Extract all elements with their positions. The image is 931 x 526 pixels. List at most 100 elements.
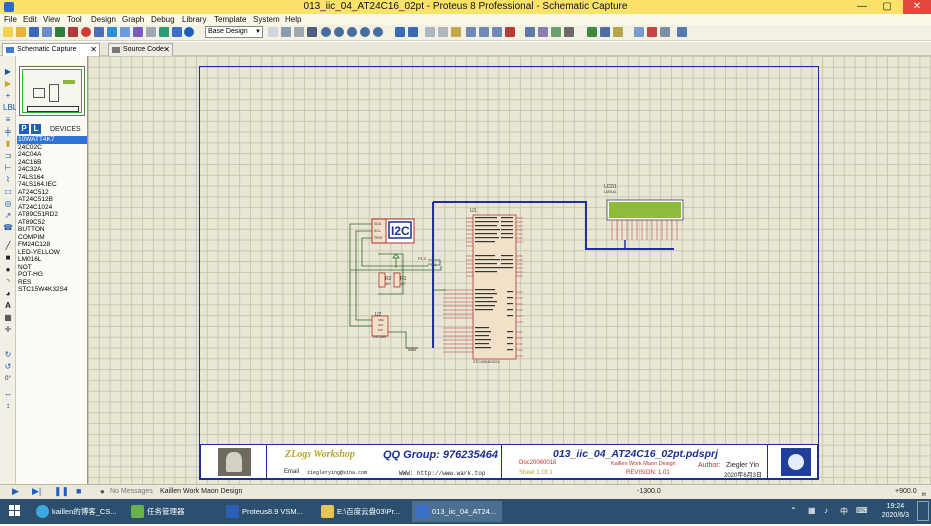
packaging-icon[interactable]	[551, 27, 561, 37]
block-delete-icon[interactable]	[505, 27, 515, 37]
pan-icon[interactable]	[307, 27, 317, 37]
import-icon[interactable]	[55, 27, 65, 37]
source-code-icon[interactable]	[172, 27, 182, 37]
symbol-icon[interactable]: ▦	[4, 313, 12, 322]
menu-graph[interactable]: Graph	[122, 15, 145, 24]
message-count[interactable]: No Messages	[110, 488, 153, 495]
device-list-item[interactable]: COMPIM	[18, 233, 45, 241]
eeprom-u2-body[interactable]	[371, 315, 389, 337]
step-icon[interactable]: ▶|	[32, 486, 42, 496]
device-list-item[interactable]: BUTTON	[18, 226, 45, 233]
block-rotate-icon[interactable]	[492, 27, 502, 37]
menu-system[interactable]: System	[253, 15, 280, 24]
line-icon[interactable]: ╱	[5, 241, 11, 250]
volume-icon[interactable]: ♪	[824, 506, 828, 515]
taskbar-word[interactable]: Proteus8.9 VSM...	[222, 501, 312, 522]
device-list-item[interactable]: NOT	[18, 263, 32, 271]
zoom-fit-icon[interactable]	[373, 27, 383, 37]
taskbar-explorer[interactable]: E:\百度云盘03\Pr...	[317, 501, 407, 522]
menu-tool[interactable]: Tool	[67, 15, 82, 24]
tab-schematic-capture[interactable]: Schematic Capture✕	[2, 43, 100, 56]
new-file-icon[interactable]	[3, 27, 13, 37]
arc-icon[interactable]: ◝	[6, 277, 10, 286]
overview-window[interactable]	[19, 66, 85, 116]
device-list-item[interactable]: AT24C1024	[18, 203, 53, 211]
device-pins-icon[interactable]: ⊢	[4, 163, 12, 172]
new-sheet-icon[interactable]	[634, 27, 644, 37]
device-list-item[interactable]: STC15W4K32S4	[18, 286, 68, 293]
device-list-item[interactable]: 74LS164.IEC	[18, 181, 57, 188]
undo-icon[interactable]	[395, 27, 405, 37]
device-list-item[interactable]: 74LS164	[18, 173, 45, 181]
box-icon[interactable]: ■	[5, 253, 11, 262]
subcircuit-icon[interactable]: ▮	[5, 139, 11, 148]
device-list-item[interactable]: AT24C512B	[18, 196, 53, 203]
block-move-icon[interactable]	[479, 27, 489, 37]
device-list-item[interactable]: 24C02C	[18, 143, 42, 151]
rotate-cw-icon[interactable]: ↻	[4, 350, 12, 359]
generator-icon[interactable]: ◎	[4, 199, 12, 208]
exit-to-parent-icon[interactable]	[660, 27, 670, 37]
wire-autorouter-icon[interactable]	[587, 27, 597, 37]
maximize-button[interactable]: ▢	[882, 1, 892, 12]
menu-help[interactable]: Help	[285, 15, 302, 24]
pick-parts-icon[interactable]	[525, 27, 535, 37]
paste-icon[interactable]	[451, 27, 461, 37]
text-icon[interactable]: A	[5, 301, 11, 310]
design-select[interactable]: Base Design▼	[205, 26, 263, 38]
help-icon[interactable]	[184, 27, 194, 37]
taskbar-proteus[interactable]: 013_iic_04_AT24...	[412, 501, 502, 522]
save-all-icon[interactable]	[42, 27, 52, 37]
virtual-instrument-icon[interactable]: ☎	[3, 223, 13, 232]
device-list-item[interactable]: 24C32A	[18, 166, 42, 173]
device-list-item[interactable]: 10WATT4K7	[17, 136, 87, 144]
rotate-ccw-icon[interactable]: ↺	[4, 362, 12, 371]
wire-pullup[interactable]	[378, 253, 404, 295]
redo-icon[interactable]	[408, 27, 418, 37]
ime-icon[interactable]: 中	[840, 507, 848, 516]
zoom-all-icon[interactable]	[347, 27, 357, 37]
remove-sheet-icon[interactable]	[647, 27, 657, 37]
marker-icon[interactable]: ✛	[4, 325, 12, 334]
resistor-r2[interactable]	[378, 272, 386, 288]
cut-icon[interactable]	[425, 27, 435, 37]
mirror-x-icon[interactable]: ↔	[4, 389, 12, 398]
design-explorer-icon[interactable]	[159, 27, 169, 37]
tray-up-arrow-icon[interactable]: ⌃	[790, 506, 797, 515]
component-mode-icon[interactable]: ▶	[4, 79, 12, 88]
origin-icon[interactable]	[294, 27, 304, 37]
network-icon[interactable]: ▦	[808, 506, 816, 515]
play-icon[interactable]: ▶	[12, 486, 19, 496]
3d-viewer-icon[interactable]	[120, 27, 130, 37]
block-copy-icon[interactable]	[466, 27, 476, 37]
device-list-item[interactable]: AT24C512	[18, 188, 49, 196]
close-icon[interactable]: ✕	[90, 45, 97, 54]
mirror-y-icon[interactable]: ↕	[6, 401, 10, 410]
device-list-item[interactable]: LM016L	[18, 256, 42, 263]
menu-template[interactable]: Template	[214, 15, 247, 24]
wire-trig[interactable]	[361, 237, 428, 267]
library-manager-button[interactable]: L	[31, 124, 41, 134]
wire-r-net[interactable]	[350, 266, 442, 271]
device-list-item[interactable]: AT89C52	[18, 218, 45, 226]
device-list-item[interactable]: FM24C128	[18, 241, 51, 248]
netlist-icon[interactable]	[677, 27, 687, 37]
device-list-item[interactable]: POT-HG	[18, 271, 43, 278]
zoom-in-icon[interactable]	[321, 27, 331, 37]
home-icon[interactable]	[81, 27, 91, 37]
tab-source-code[interactable]: Source Code✕	[108, 43, 173, 56]
start-button[interactable]	[0, 499, 30, 524]
pcb-icon[interactable]	[107, 27, 117, 37]
junction-dot-icon[interactable]: +	[5, 91, 11, 100]
taskbar-chrome[interactable]: kaillen的博客_CS...	[32, 501, 122, 522]
toggle-grid-icon[interactable]	[281, 27, 291, 37]
schematic-canvas[interactable]: I2C SDA SCL TRIG R2 4k7 R1 4k7 P1.0 P1.1…	[88, 56, 931, 484]
text-script-icon[interactable]: ≡	[5, 115, 11, 124]
minimize-button[interactable]: —	[857, 1, 867, 12]
save-icon[interactable]	[29, 27, 39, 37]
pause-icon[interactable]: ❚❚	[54, 486, 70, 496]
menu-library[interactable]: Library	[182, 15, 207, 24]
zoom-out-icon[interactable]	[334, 27, 344, 37]
menu-edit[interactable]: Edit	[23, 15, 37, 24]
